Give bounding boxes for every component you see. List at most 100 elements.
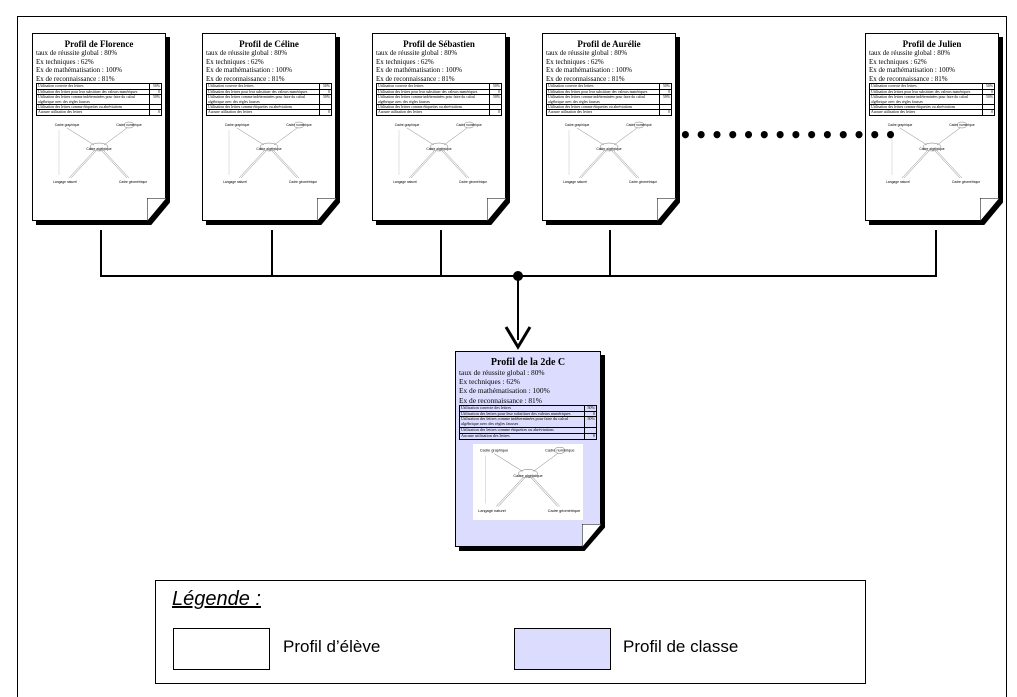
row-value: 0 [489,109,502,116]
legend-swatch-student [173,628,270,670]
row-value: 0 [149,88,162,96]
profile-stat: taux de réussite global : 80% [206,49,288,57]
diagram-label-naturel: Langage naturel [223,180,247,184]
diagram-label-naturel: Langage naturel [393,180,417,184]
diagram-label-numerique: Cadre numérique [456,123,482,127]
page-fold-corner [147,198,167,222]
diagram-label-naturel: Langage naturel [53,180,77,184]
row-value: 0 [659,88,672,96]
diagram-label-numerique: Cadre numérique [545,448,574,452]
row-label: Utilisation des lettres pour leur substi… [36,88,150,96]
row-value: 50% [659,94,672,105]
legend-title: Légende : [172,588,261,610]
profile-stat: Ex de reconnaissance : 81% [206,74,285,83]
table-row: Utilisation des lettres comme indétermin… [869,94,995,105]
profile-stat: Ex de reconnaissance : 81% [36,74,115,83]
row-value: 50% [319,94,332,105]
profile-stat: Ex de mathématisation : 100% [36,66,122,75]
table-row: Utilisation des lettres pour leur substi… [36,88,162,96]
diagram-label-algebrique: Cadre algébrique [86,147,111,151]
profile-stat: Ex techniques : 62% [546,57,604,66]
table-row: Utilisation des lettres comme indétermin… [546,94,672,105]
table-row: Utilisation des lettres pour leur substi… [206,88,332,96]
profile-title: Profil de Aurélie [577,39,641,49]
row-value: 50% [584,416,597,428]
table-row: Utilisation des lettres comme indétermin… [459,416,597,428]
profile-stat: Ex de mathématisation : 100% [869,66,955,75]
row-label: Utilisation des lettres comme indétermin… [869,94,983,105]
ellipsis-dots: •••••••••••••• [679,123,900,147]
row-label: Utilisation des lettres pour leur substi… [869,88,983,96]
profile-stat: taux de réussite global : 80% [459,368,545,377]
diagram-label-graphique: Cadre graphique [480,448,508,452]
diagram-label-graphique: Cadre graphique [55,123,80,127]
diagram-label-graphique: Cadre graphique [225,123,250,127]
row-value: 0 [149,109,162,116]
row-value: 0 [982,109,995,116]
diagram-frame [17,16,1007,697]
profile-stat: Ex techniques : 62% [206,57,264,66]
row-value: 0 [319,109,332,116]
diagram-label-numerique: Cadre numérique [949,123,975,127]
diagram-label-numerique: Cadre numérique [116,123,142,127]
diagram-label-algebrique: Cadre algébrique [426,147,451,151]
diagram-label-graphique: Cadre graphique [888,123,913,127]
profile-stat: Ex de mathématisation : 100% [546,66,632,75]
diagram-label-naturel: Langage naturel [563,180,587,184]
table-row: Utilisation des lettres comme indétermin… [376,94,502,105]
diagram-label-geometrique: Cadre géométrique [629,180,657,184]
profile-stat: Ex de reconnaissance : 81% [376,74,455,83]
profile-stat: Ex techniques : 62% [36,57,94,66]
row-value: 50% [659,83,672,90]
row-value: 50% [489,83,502,90]
profile-title: Profil de Julien [902,39,962,49]
profile-stat: Ex de reconnaissance : 81% [546,74,625,83]
profile-title: Profil de Sébastien [403,39,475,49]
table-row: Utilisation des lettres pour leur substi… [869,88,995,96]
diagram-label-numerique: Cadre numérique [286,123,312,127]
diagram-label-algebrique: Cadre algébrique [596,147,621,151]
diagram-label-naturel: Langage naturel [886,180,910,184]
legend-box: Légende : Profil d’élève Profil de class… [155,580,866,684]
profile-stat: taux de réussite global : 80% [376,49,458,57]
row-label: Utilisation des lettres pour leur substi… [546,88,660,96]
legend-label-class: Profil de classe [623,637,739,656]
row-label: Aucune utilisation des lettres [36,109,150,116]
row-label: Aucune utilisation des lettres [206,109,320,116]
profile-stat: Ex de mathématisation : 100% [206,66,292,75]
profile-stat: Ex de reconnaissance : 81% [869,74,948,83]
page-fold-corner [657,198,677,222]
diagram-label-geometrique: Cadre géométrique [289,180,317,184]
page-fold-corner [980,198,1000,222]
profile-stat: Ex techniques : 62% [459,377,520,387]
profile-stat: Ex de mathématisation : 100% [376,66,462,75]
row-label: Utilisation des lettres comme indétermin… [546,94,660,105]
diagram-label-numerique: Cadre numérique [626,123,652,127]
row-value: 50% [319,83,332,90]
row-value: 0 [982,88,995,96]
row-label: Utilisation des lettres pour leur substi… [376,88,490,96]
table-row: Utilisation des lettres pour leur substi… [376,88,502,96]
